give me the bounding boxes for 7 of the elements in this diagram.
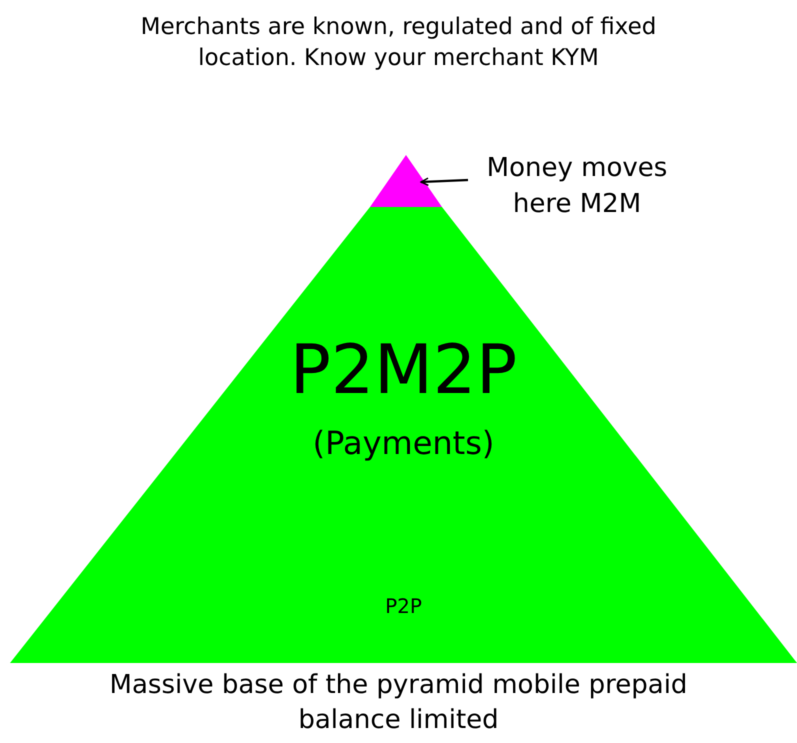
arrow xyxy=(420,177,468,186)
caption-text: Massive base of the pyramid mobile prepaid balance limited xyxy=(108,669,688,738)
annotation-text: Money moves here M2M xyxy=(462,150,692,223)
pyramid-label: P2P xyxy=(384,595,423,618)
title-text: P2M2P xyxy=(288,332,518,410)
subtitle-text: (Payments) xyxy=(312,425,496,462)
caption-text: Merchants are known, regulated and of fixed location. Know your merchant KYM xyxy=(140,13,658,74)
